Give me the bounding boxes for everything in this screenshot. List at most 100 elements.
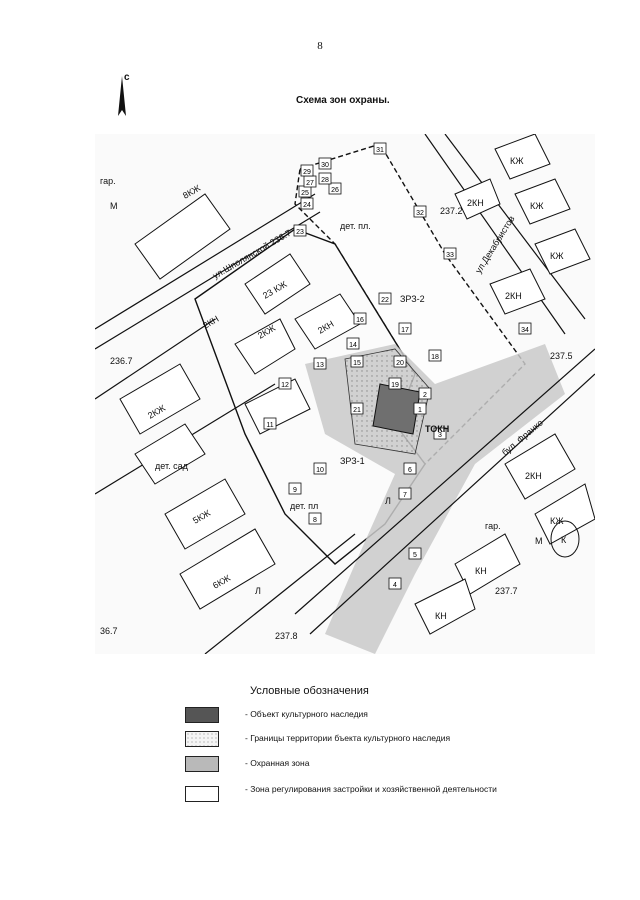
point-marker-14: 14 <box>346 337 360 350</box>
point-number: 7 <box>403 492 407 499</box>
legend-label-territory: - Границы территории бъекта культурного … <box>245 733 451 743</box>
elevation-6: 237.8 <box>275 631 298 641</box>
legend-swatch-protection <box>185 756 219 772</box>
point-markers: 1234567891011121314151617181920212223242… <box>263 142 532 590</box>
point-number: 20 <box>396 360 404 367</box>
point-number: 31 <box>376 147 384 154</box>
label-l-2: Л <box>385 496 391 506</box>
point-marker-15: 15 <box>350 355 364 368</box>
point-marker-31: 31 <box>373 142 387 155</box>
point-marker-25: 25 <box>298 185 312 198</box>
legend-title: Условные обозначения <box>250 685 369 697</box>
point-marker-13: 13 <box>313 357 327 370</box>
point-marker-33: 33 <box>443 247 457 260</box>
label-gar-1: гар. <box>100 176 116 186</box>
building-label-10: КЖ <box>530 201 544 211</box>
point-marker-34: 34 <box>518 322 532 335</box>
elevation-4: 237.5 <box>550 351 573 361</box>
point-marker-21: 21 <box>350 402 364 415</box>
elevation-2: 236.7 <box>110 356 133 366</box>
point-number: 18 <box>431 354 439 361</box>
legend-swatch-regulation <box>185 786 219 802</box>
building-label-14: 2КН <box>525 471 542 481</box>
point-number: 12 <box>281 382 289 389</box>
legend-swatch-heritage <box>185 707 219 723</box>
point-marker-8: 8 <box>308 512 322 525</box>
point-number: 34 <box>521 327 529 334</box>
point-number: 1 <box>418 407 422 414</box>
label-l: Л <box>255 586 261 596</box>
map-svg: 1234567891011121314151617181920212223242… <box>95 134 595 654</box>
point-marker-12: 12 <box>278 377 292 390</box>
point-marker-27: 27 <box>303 175 317 188</box>
point-number: 13 <box>316 362 324 369</box>
point-number: 3 <box>438 432 442 439</box>
point-marker-17: 17 <box>398 322 412 335</box>
building-label-9: КЖ <box>510 156 524 166</box>
point-marker-24: 24 <box>300 197 314 210</box>
point-number: 5 <box>413 552 417 559</box>
elevation-3: 237.2 <box>440 206 463 216</box>
legend-label-protection: - Охранная зона <box>245 758 310 768</box>
point-number: 21 <box>353 407 361 414</box>
point-number: 29 <box>303 169 311 176</box>
point-number: 26 <box>331 187 339 194</box>
label-gar-2: гар. <box>485 521 501 531</box>
elevation-1: 36.7 <box>100 626 118 636</box>
label-det-pl: дет. пл <box>290 501 318 511</box>
point-marker-18: 18 <box>428 349 442 362</box>
point-number: 22 <box>381 297 389 304</box>
point-number: 16 <box>356 317 364 324</box>
point-number: 8 <box>313 517 317 524</box>
point-marker-11: 11 <box>263 417 277 430</box>
point-number: 30 <box>321 162 329 169</box>
point-number: 4 <box>393 582 397 589</box>
point-marker-28: 28 <box>318 172 332 185</box>
point-marker-20: 20 <box>393 355 407 368</box>
point-marker-1: 1 <box>413 402 427 415</box>
building-label-13: 2КН <box>467 198 484 208</box>
label-zrz1: ЗРЗ-1 <box>340 456 365 466</box>
building-label-11: КЖ <box>550 251 564 261</box>
legend-swatch-territory <box>185 731 219 747</box>
point-number: 33 <box>446 252 454 259</box>
building-label-15: КЖ <box>550 516 564 526</box>
point-number: 10 <box>316 467 324 474</box>
point-number: 2 <box>423 392 427 399</box>
elevation-5: 237.7 <box>495 586 518 596</box>
point-number: 28 <box>321 177 329 184</box>
legend-item-heritage-object: - Объект культурного наследия <box>185 707 545 747</box>
label-det-sad: дет. сад <box>155 461 189 471</box>
point-marker-5: 5 <box>408 547 422 560</box>
point-marker-2: 2 <box>418 387 432 400</box>
point-number: 19 <box>391 382 399 389</box>
label-m-2: М <box>535 536 543 546</box>
point-marker-7: 7 <box>398 487 412 500</box>
legend-label-regulation: - Зона регулирования застройки и хозяйст… <box>245 784 497 794</box>
point-number: 14 <box>349 342 357 349</box>
point-number: 24 <box>303 202 311 209</box>
point-number: 6 <box>408 467 412 474</box>
point-number: 25 <box>301 190 309 197</box>
building-label-16: КН <box>475 566 487 576</box>
buildings <box>119 134 595 635</box>
point-number: 11 <box>266 422 273 429</box>
point-marker-6: 6 <box>403 462 417 475</box>
building-label-12: 2КН <box>505 291 522 301</box>
point-number: 27 <box>306 180 314 187</box>
label-tokn: ТОКН <box>425 424 449 434</box>
north-letter: с <box>124 72 130 83</box>
point-marker-22: 22 <box>378 292 392 305</box>
building-label-17: КН <box>435 611 447 621</box>
label-k: К <box>561 535 567 545</box>
legend-item-territory: - Границы территории бъекта культурного … <box>185 731 545 771</box>
point-marker-16: 16 <box>353 312 367 325</box>
street-lines <box>95 134 595 654</box>
point-marker-23: 23 <box>293 224 307 237</box>
legend-item-protection-zone: - Охранная зона <box>185 756 545 796</box>
legend-label-heritage: - Объект культурного наследия <box>245 709 368 719</box>
point-marker-3: 3 <box>433 427 447 440</box>
point-marker-30: 30 <box>318 157 332 170</box>
point-number: 15 <box>353 360 361 367</box>
point-marker-19: 19 <box>388 377 402 390</box>
